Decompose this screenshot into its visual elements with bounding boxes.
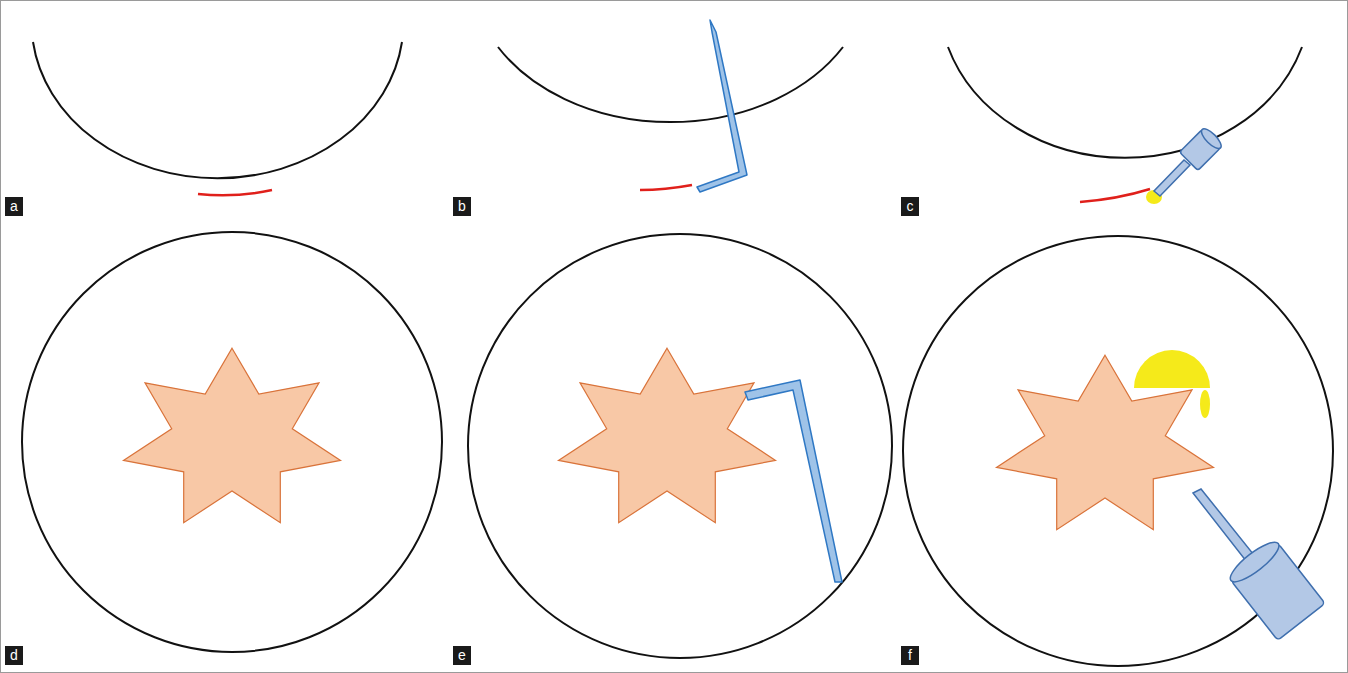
- retinal-break-star: [559, 348, 776, 523]
- bent-needle: [745, 380, 842, 582]
- panel-label: c: [901, 197, 919, 216]
- glue-applicator: [1193, 489, 1325, 640]
- eye-circle: [468, 234, 892, 658]
- eye-circle: [903, 236, 1333, 666]
- eye-cup: [948, 47, 1302, 158]
- panel-label: a: [5, 197, 23, 216]
- retinal-break: [198, 190, 272, 195]
- panel-label: f: [901, 646, 919, 665]
- panel-label: e: [453, 646, 471, 665]
- panel-label: b: [453, 197, 471, 216]
- retinal-break-star: [124, 348, 341, 523]
- retinal-break-star: [997, 355, 1214, 530]
- glue-patch: [1134, 350, 1210, 388]
- eye-circle: [22, 232, 442, 652]
- glue-applicator: [1154, 126, 1224, 196]
- glue-drop: [1200, 390, 1210, 418]
- retinal-break: [640, 185, 692, 190]
- eye-cup: [498, 47, 843, 122]
- eye-cup: [33, 42, 402, 178]
- panel-label: d: [5, 646, 23, 665]
- bent-needle: [697, 20, 747, 192]
- retinal-break: [1080, 189, 1150, 202]
